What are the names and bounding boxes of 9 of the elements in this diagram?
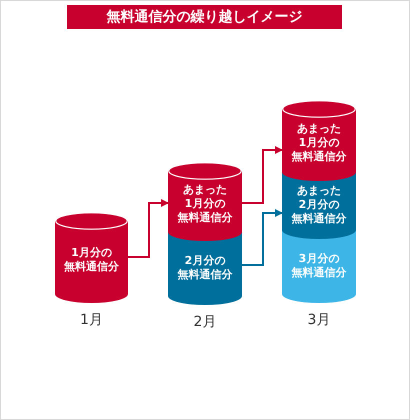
month-label: 3月 [306,311,332,329]
cylinder-segment: 3月分の無料通信分 [282,230,356,303]
title-banner: 無料通信分の繰り越しイメージ [67,5,342,29]
arrow [128,199,169,258]
month-label: 1月 [79,311,104,329]
cylinder-segment: 2月分の無料通信分 [168,232,242,305]
month-label: 2月 [192,313,218,331]
arrow [242,209,283,266]
arrow [242,146,283,204]
